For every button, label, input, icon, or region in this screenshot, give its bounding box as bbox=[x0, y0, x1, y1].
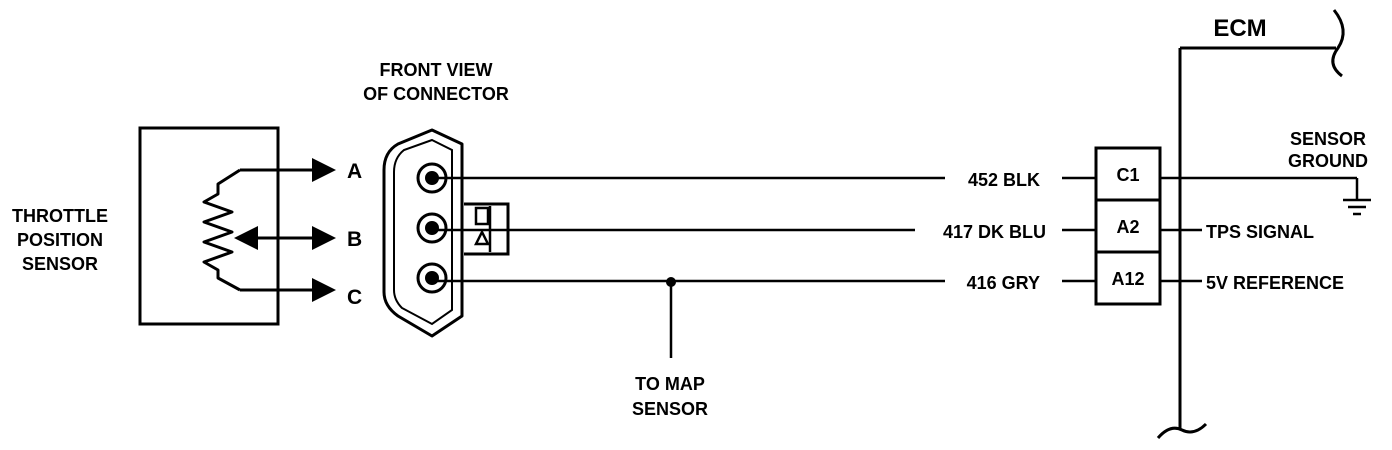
terminal-a12-box bbox=[1094, 250, 1162, 306]
sensor-label-line3: SENSOR bbox=[22, 254, 98, 274]
cavity-c bbox=[416, 262, 448, 294]
connector-outer-shell bbox=[382, 128, 464, 338]
map-label-line1: TO MAP bbox=[635, 374, 705, 394]
terminal-a12-label: A12 bbox=[1111, 269, 1144, 289]
cavity-b-terminal bbox=[425, 221, 439, 235]
wiper-arrow bbox=[234, 226, 258, 250]
sensor-label-line2: POSITION bbox=[17, 230, 103, 250]
wire-c-label: 416 GRY bbox=[967, 273, 1040, 293]
ecm-top-break bbox=[1331, 9, 1345, 78]
potentiometer-resistor bbox=[202, 168, 241, 292]
terminal-a2-label: A2 bbox=[1116, 217, 1139, 237]
pin-b-label: B bbox=[347, 228, 362, 251]
lock-tab-latch bbox=[473, 229, 491, 246]
sensor-ground-line1: SENSOR bbox=[1290, 129, 1366, 149]
throttle-position-sensor bbox=[138, 126, 336, 326]
connector-front-view bbox=[382, 128, 510, 338]
wire-a-label: 452 BLK bbox=[968, 170, 1040, 190]
cavity-b bbox=[416, 212, 448, 244]
map-label-line2: SENSOR bbox=[632, 399, 708, 419]
ground-icon bbox=[1343, 198, 1371, 216]
connector-inner-shell bbox=[393, 138, 453, 326]
terminal-a2-box bbox=[1094, 198, 1162, 254]
wire-b-label: 417 DK BLU bbox=[943, 222, 1046, 242]
pin-c-arrow bbox=[312, 278, 336, 302]
ecm-terminal-block bbox=[1094, 146, 1162, 306]
5v-reference-label: 5V REFERENCE bbox=[1206, 273, 1344, 293]
connector-title-line2: OF CONNECTOR bbox=[363, 84, 509, 104]
ecm-boundary bbox=[1156, 9, 1345, 440]
ecm-title: ECM bbox=[1213, 15, 1266, 42]
pin-c-label: C bbox=[347, 286, 362, 309]
ecm-bottom-break bbox=[1156, 422, 1208, 440]
lock-tab-upper bbox=[474, 206, 490, 226]
tps-signal-label: TPS SIGNAL bbox=[1206, 222, 1314, 242]
sensor-label-line1: THROTTLE bbox=[12, 206, 108, 226]
pin-a-label: A bbox=[347, 160, 362, 183]
cavity-c-terminal bbox=[425, 271, 439, 285]
sensor-ground-line2: GROUND bbox=[1288, 151, 1368, 171]
connector-title-line1: FRONT VIEW bbox=[380, 60, 493, 80]
pin-a-arrow bbox=[312, 158, 336, 182]
pin-b-arrow bbox=[312, 226, 336, 250]
sensor-body bbox=[138, 126, 280, 326]
terminal-c1-label: C1 bbox=[1116, 165, 1139, 185]
